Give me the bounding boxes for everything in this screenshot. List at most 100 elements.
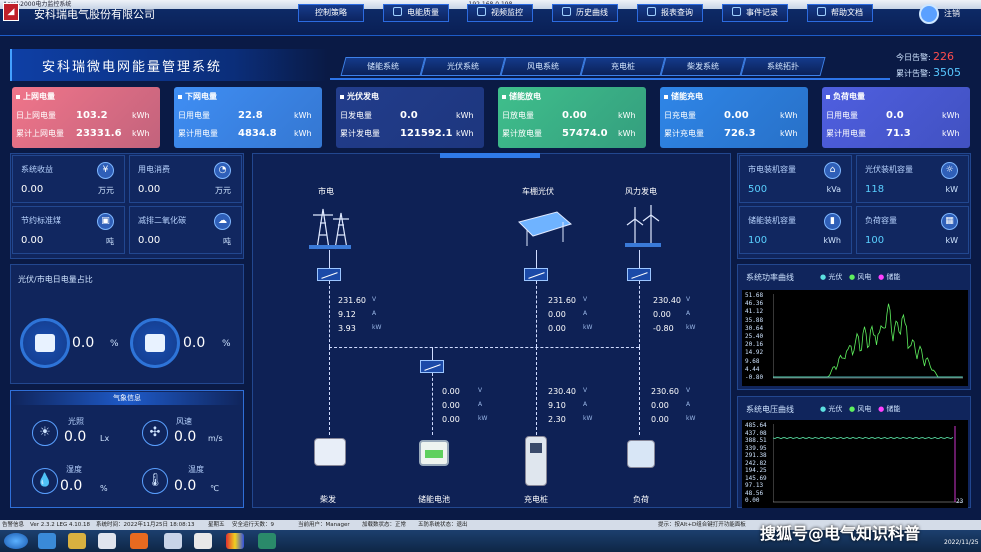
factory-icon [145,334,165,352]
nav-power-quality[interactable]: 电能质量 [383,4,449,22]
status-hint: 提示：按Alt+D组合键打开功能面板 [658,522,746,528]
y-tick-label: 291.38 [745,452,767,459]
co2-icon: ☁ [214,213,231,230]
taskbar-monitor-icon[interactable] [258,533,276,549]
y-tick-label: 35.88 [745,316,764,324]
ch-a-unit: A [583,401,588,408]
load-current: 0.00 [651,401,669,410]
wind-power: -0.80 [653,324,674,333]
pv-a-unit: A [583,310,588,317]
ac-bus-line [329,347,639,348]
line-grid-bus [329,281,330,347]
card-unit: kWh [132,128,150,138]
y-tick-label: 41.12 [745,308,764,316]
income-icon: ¥ [97,162,114,179]
ch-kw-unit: kW [583,415,593,422]
grid-ratio-ring [130,318,180,368]
pv-switch[interactable] [524,268,548,281]
nav-report[interactable]: 报表查询 [637,4,703,22]
charger-power: 2.30 [548,415,566,424]
weather-humidity-label: 湿度 [66,465,82,474]
load-cap-icon: ▦ [941,213,958,230]
card-row1-value: 0.0 [886,109,904,121]
tab-wind[interactable]: 风电系统 [500,57,586,76]
sun-icon: ☀ [32,420,58,446]
logout-button[interactable]: 注销 [944,9,960,18]
tab-charger[interactable]: 充电桩 [580,57,666,76]
line-storage-a [432,347,433,360]
help-icon [817,7,826,16]
nav-control-strategy[interactable]: 控制策略 [298,4,364,22]
card-unit: kWh [942,110,960,120]
tab-pv[interactable]: 光伏系统 [420,57,506,76]
grid-v-unit: V [372,296,377,303]
y-tick-label: 339.95 [745,444,767,452]
pv-voltage: 231.60 [548,296,576,305]
window-title: Acrel-2000电力监控系统 [3,1,72,8]
storage-switch[interactable] [420,360,444,373]
y-tick-label: 51.68 [745,292,764,299]
video-icon [477,7,486,16]
card-title: 储能充电 [664,91,804,102]
voltage-chart-plot [773,424,963,503]
taskbar-firefox-icon[interactable] [130,533,148,549]
card-row2-value: 23331.6 [76,127,122,139]
card-unit: kWh [132,110,150,120]
pv-v-unit: V [583,296,588,303]
card-row2-label: 累计用电量 [178,128,218,138]
carport-pv-icon [518,211,573,246]
storage-power: 0.00 [442,415,460,424]
start-button[interactable] [4,533,28,549]
card-row2-value: 121592.1 [400,127,453,139]
st-kw-unit: kW [478,415,488,422]
tab-storage[interactable]: 储能系统 [340,57,426,76]
weather-wind-unit: m/s [208,434,223,443]
system-title-bar [10,49,328,81]
taskbar-app-icon[interactable] [98,533,116,549]
wind-switch[interactable] [627,268,651,281]
status-mode: 加载数状态：正常 [362,522,407,528]
grid-label: 市电 [318,187,334,196]
nav-events[interactable]: 事件记录 [722,4,788,22]
humidity-icon: 💧 [32,468,58,494]
taskbar-tool-icon[interactable] [164,533,182,549]
taskbar-chart-icon[interactable] [226,533,244,549]
st-a-unit: A [478,401,483,408]
card-row1-label: 日用电量 [178,110,210,120]
alarm-today-value: 226 [933,50,954,63]
user-avatar[interactable] [919,4,939,24]
status-alarm[interactable]: 告警信息 [2,522,25,528]
tab-diesel[interactable]: 柴发系统 [660,57,746,76]
grid-switch[interactable] [317,268,341,281]
nav-history[interactable]: 历史曲线 [552,4,618,22]
power-chart-plot [773,294,963,379]
nav-video[interactable]: 视频监控 [467,4,533,22]
status-user: 当前用户：Manager [298,522,350,528]
taskbar-ie-icon[interactable] [38,533,56,549]
card-row1-value: 0.00 [562,109,587,121]
nav-help[interactable]: 帮助文档 [807,4,873,22]
tab-topology[interactable]: 系统拓扑 [740,57,826,76]
taskbar-grid-icon[interactable] [194,533,212,549]
card-unit: kWh [618,128,636,138]
y-tick-label: 145.69 [745,474,767,482]
card-title: 下网电量 [178,91,318,102]
card-row1-label: 日放电量 [502,110,534,120]
voltage-legend: ● 光伏 ● 风电 ● 储能 [820,405,901,413]
taskbar-folder-icon[interactable] [68,533,86,549]
line-pv-bus [536,281,537,347]
card-row1-label: 日上网电量 [16,110,56,120]
card-row2-value: 71.3 [886,127,911,139]
status-weekday: 星期五 [208,522,225,528]
storage-voltage: 0.00 [442,387,460,396]
card-row2-label: 累计上网电量 [16,128,64,138]
pv-label: 车棚光伏 [522,187,554,196]
weather-title: 气象信息 [12,392,242,405]
y-tick-label: 194.25 [745,467,767,474]
